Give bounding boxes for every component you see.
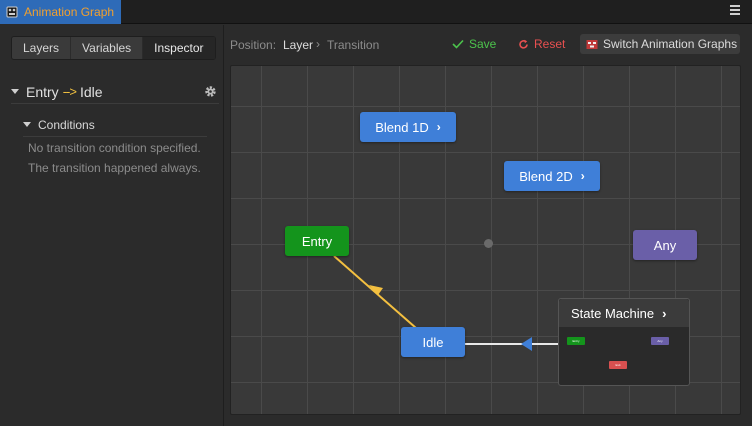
graph-toolbar: Position: Layer › Transition Save Reset …	[225, 25, 752, 65]
transition-section-header[interactable]: Entry --> Idle	[11, 80, 219, 104]
caret-down-icon	[23, 122, 31, 127]
node-any[interactable]: Any	[633, 230, 697, 260]
node-label: Entry	[301, 233, 333, 249]
node-idle[interactable]: Idle	[401, 327, 465, 357]
chevron-right-icon: ›	[436, 120, 441, 134]
panel-tabs: Layers Variables Inspector	[11, 36, 216, 60]
transition-arrowhead	[369, 285, 383, 295]
conditions-header[interactable]: Conditions	[23, 113, 207, 137]
window-title: Animation Graph	[24, 5, 115, 19]
transition-arrowhead	[521, 337, 532, 351]
position-label: Position:	[230, 38, 277, 52]
window-tab[interactable]: Animation Graph	[0, 0, 121, 24]
breadcrumb-separator: ›	[316, 37, 320, 51]
breadcrumb-transition: Transition	[327, 38, 380, 52]
transition-arrow: -->	[62, 84, 77, 99]
reset-label: Reset	[534, 37, 566, 51]
chevron-right-icon: ›	[662, 305, 667, 321]
condition-line: The transition happened always.	[28, 161, 201, 175]
title-bar: Animation Graph	[0, 0, 752, 24]
mini-node-exit: Exit	[609, 361, 627, 369]
checkmark-icon	[452, 39, 464, 49]
caret-down-icon	[11, 89, 19, 94]
graph-canvas[interactable]: Blend 1D › Blend 2D › Entry Any Idle Sta…	[230, 65, 741, 415]
animation-graph-icon	[6, 6, 18, 18]
save-label: Save	[469, 37, 497, 51]
refresh-icon	[518, 39, 529, 50]
chevron-right-icon: ›	[580, 169, 585, 183]
switch-label: Switch Animation Graphs	[603, 37, 738, 51]
condition-line: No transition condition specified.	[28, 141, 201, 155]
graph-origin-dot	[484, 239, 493, 248]
transition-links	[333, 255, 558, 351]
node-label: Any	[653, 237, 677, 253]
breadcrumb-layer[interactable]: Layer	[283, 38, 314, 52]
node-label: State Machine	[571, 305, 655, 321]
node-blend-2d[interactable]: Blend 2D ›	[504, 161, 600, 191]
gear-icon[interactable]	[204, 85, 217, 98]
node-blend-1d[interactable]: Blend 1D ›	[360, 112, 456, 142]
tab-variables[interactable]: Variables	[71, 37, 144, 59]
transition-title: Entry --> Idle	[26, 84, 103, 100]
node-label: Idle	[422, 334, 444, 350]
left-panel: Layers Variables Inspector Entry --> Idl…	[0, 25, 224, 426]
conditions-label: Conditions	[38, 117, 95, 132]
transition-from: Entry	[26, 83, 59, 100]
reset-button[interactable]: Reset	[518, 34, 565, 54]
node-label: Blend 2D	[519, 168, 573, 184]
switch-animation-graphs-button[interactable]: Switch Animation Graphs	[580, 34, 740, 54]
tab-layers[interactable]: Layers	[12, 37, 72, 59]
node-label: Blend 1D	[375, 119, 429, 135]
switch-graph-icon	[586, 38, 598, 50]
transition-to: Idle	[79, 83, 103, 100]
save-button[interactable]: Save	[452, 34, 496, 54]
node-entry[interactable]: Entry	[285, 226, 349, 256]
transition-entry-idle[interactable]	[333, 255, 417, 329]
node-state-machine[interactable]: State Machine › Entry Any Exit	[558, 298, 690, 386]
mini-node-entry: Entry	[567, 337, 585, 345]
mini-node-any: Any	[651, 337, 669, 345]
state-machine-header: State Machine ›	[559, 299, 689, 327]
hamburger-menu-icon[interactable]	[730, 5, 740, 17]
tab-inspector[interactable]: Inspector	[143, 37, 215, 59]
